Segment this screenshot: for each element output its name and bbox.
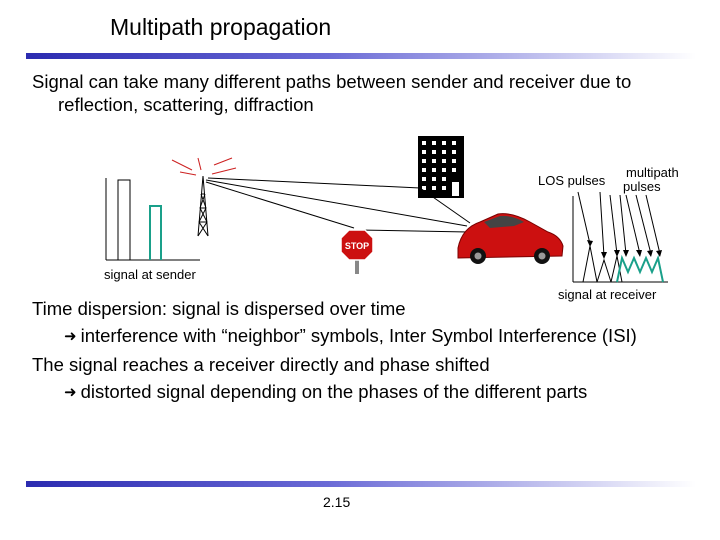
building-window	[442, 186, 446, 190]
path-to-building	[207, 177, 421, 189]
building-window	[452, 159, 456, 163]
receiver-pulses-black	[582, 245, 612, 283]
path-stop-sign-to-car	[357, 229, 469, 233]
building-window	[452, 168, 456, 172]
building-door	[452, 182, 459, 196]
car-icon	[457, 213, 564, 264]
building-window	[432, 186, 436, 190]
path-building-to-car	[419, 187, 471, 224]
building-window	[432, 141, 436, 145]
building-window	[442, 150, 446, 154]
radio-tower-icon	[171, 157, 237, 237]
building-window	[422, 150, 426, 154]
dispersion-line-3: The signal reaches a receiver directly a…	[32, 354, 490, 375]
pulse-arrowheads	[587, 240, 662, 259]
building-window	[422, 159, 426, 163]
page-number: 2.15	[323, 494, 351, 510]
stop-sign-icon: STOP	[340, 229, 374, 274]
building-window	[422, 141, 426, 145]
building-window	[452, 150, 456, 154]
building-window	[442, 168, 446, 172]
footer-bar	[26, 481, 696, 487]
dispersion-line-2: interference with “neighbor” symbols, In…	[80, 325, 637, 346]
slide-title: Multipath propagation	[110, 14, 332, 40]
signal-paths	[205, 177, 471, 233]
building-window	[442, 177, 446, 181]
sender-label: signal at sender	[104, 267, 196, 282]
dispersion-line-2-wrap: ➜interference with “neighbor” symbols, I…	[32, 322, 712, 351]
sender-pulse-teal	[149, 205, 162, 260]
building-window	[432, 168, 436, 172]
building-window	[422, 186, 426, 190]
building-window	[432, 177, 436, 181]
dispersion-text: Time dispersion: signal is dispersed ove…	[32, 295, 712, 407]
path-to-stop-sign	[205, 181, 355, 229]
pulse-arrows	[577, 191, 661, 257]
stop-sign-text: STOP	[345, 241, 369, 251]
intro-text: Signal can take many different paths bet…	[32, 70, 702, 116]
los-pulses-label: LOS pulses	[538, 173, 606, 188]
receiver-signal-plot	[572, 191, 668, 283]
building-window	[442, 141, 446, 145]
building-window	[432, 150, 436, 154]
receiver-label: signal at receiver	[558, 287, 657, 302]
building-window	[442, 159, 446, 163]
intro-line-2: reflection, scattering, diffraction	[58, 94, 314, 115]
dispersion-line-4-wrap: ➜distorted signal depending on the phase…	[32, 378, 712, 407]
right-arrow-icon: ➜	[64, 384, 77, 401]
sender-signal-plot	[105, 178, 200, 261]
sender-pulse-black	[117, 179, 131, 260]
multipath-label-2: pulses	[623, 179, 661, 194]
building-window	[452, 141, 456, 145]
intro-line-1: Signal can take many different paths bet…	[32, 71, 632, 92]
building-window	[422, 177, 426, 181]
right-arrow-icon: ➜	[64, 328, 77, 345]
building-icon	[418, 136, 464, 198]
dispersion-line-4: distorted signal depending on the phases…	[80, 381, 588, 402]
path-direct-los	[205, 179, 468, 227]
building-window	[432, 159, 436, 163]
dispersion-line-1: Time dispersion: signal is dispersed ove…	[32, 298, 406, 319]
building-window	[422, 168, 426, 172]
receiver-pulses-teal	[616, 254, 664, 283]
multipath-label-1: multipath	[626, 165, 679, 180]
title-underline-bar	[26, 53, 696, 59]
